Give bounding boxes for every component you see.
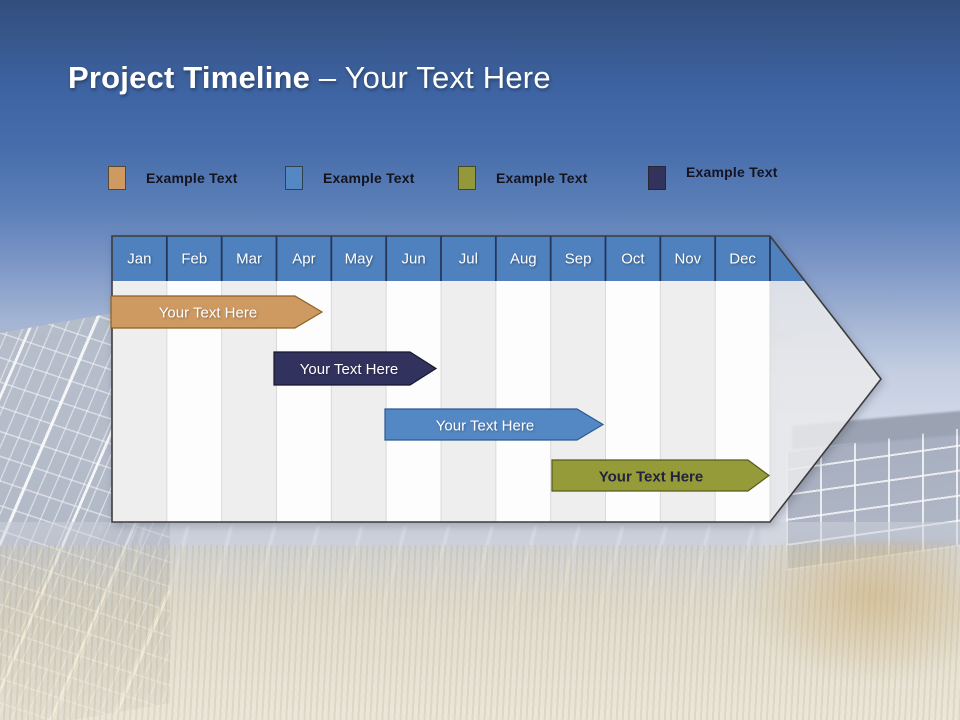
legend-label: Example Text	[146, 170, 238, 186]
month-header-band	[112, 236, 805, 281]
timeline-outline	[111, 235, 883, 523]
timeline-gantt-chart: Jan Feb Mar Apr May Jun Jul Aug Sep Oct …	[110, 235, 883, 523]
timeline-bar-3-label: Your Text Here	[436, 418, 534, 435]
month-label-may: May	[345, 251, 374, 268]
legend-item: Example Text	[648, 164, 778, 190]
month-header-separators	[165, 236, 771, 281]
legend-label: Example Text	[496, 170, 588, 186]
legend-item: Example Text	[285, 166, 415, 190]
grid-lines	[166, 281, 771, 522]
legend-swatch-orange	[108, 166, 126, 190]
task-bars: Your Text Here Your Text Here Your Text …	[110, 295, 771, 492]
timeline-bar-4	[551, 459, 771, 492]
slide-title-bold: Project Timeline	[68, 60, 311, 95]
month-label-dec: Dec	[729, 251, 756, 268]
month-column	[331, 281, 387, 522]
month-column	[441, 281, 496, 522]
month-label-jan: Jan	[127, 251, 151, 268]
legend-label: Example Text	[323, 170, 415, 186]
month-column	[495, 281, 551, 522]
legend-label: Example Text	[686, 164, 778, 180]
timeline-bar-1	[110, 295, 324, 329]
month-label-nov: Nov	[674, 251, 701, 268]
legend-swatch-navy	[648, 166, 666, 190]
month-label-oct: Oct	[621, 251, 645, 268]
month-label-feb: Feb	[181, 251, 207, 268]
month-label-jul: Jul	[459, 251, 478, 268]
timeline-bar-2-label: Your Text Here	[300, 361, 398, 378]
timeline-bar-2	[273, 351, 438, 386]
timeline-bar-3	[384, 408, 605, 441]
legend-swatch-blue	[285, 166, 303, 190]
month-label-sep: Sep	[565, 251, 592, 268]
timeline-bar-4-label: Your Text Here	[599, 469, 703, 486]
slide-title: Project Timeline – Your Text Here	[68, 60, 551, 96]
month-column	[386, 281, 441, 522]
month-label-mar: Mar	[236, 251, 262, 268]
month-label-apr: Apr	[292, 251, 315, 268]
legend-item: Example Text	[458, 166, 588, 190]
month-label-aug: Aug	[510, 251, 537, 268]
legend-swatch-olive	[458, 166, 476, 190]
month-label-jun: Jun	[402, 251, 426, 268]
timeline-bar-1-label: Your Text Here	[159, 305, 257, 322]
legend-item: Example Text	[108, 166, 238, 190]
month-labels: Jan Feb Mar Apr May Jun Jul Aug Sep Oct …	[127, 251, 756, 268]
slide-title-rest: – Your Text Here	[310, 60, 551, 95]
grass-patch-right	[745, 540, 960, 680]
